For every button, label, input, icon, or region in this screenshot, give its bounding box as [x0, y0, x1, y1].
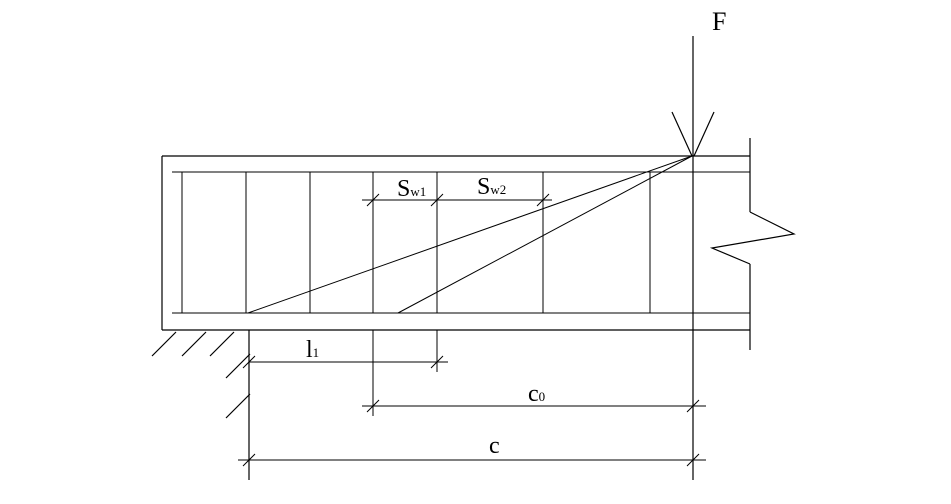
sw1-label: Sw1: [397, 177, 426, 201]
c0-main: c: [528, 381, 539, 407]
sw2-main: S: [477, 174, 491, 200]
stirrups: [181, 172, 651, 313]
diagonal-lines: [247, 155, 693, 314]
force-arrow: [671, 36, 715, 480]
dimension-l1: [242, 330, 448, 416]
sw2-sub: w2: [490, 182, 507, 197]
c-label: c: [489, 433, 500, 459]
support-hatching: [151, 330, 251, 480]
sw1-sub: w1: [410, 184, 427, 199]
longitudinal-bars: [172, 171, 750, 314]
dimension-c: [238, 453, 706, 467]
beam-outline: [161, 155, 750, 331]
l1-label: l1: [306, 338, 319, 362]
sw2-label: Sw2: [477, 175, 506, 199]
dimension-sw: [362, 193, 552, 207]
c0-sub: 0: [538, 389, 546, 404]
c0-label: c0: [528, 382, 545, 406]
l1-main: l: [306, 337, 313, 363]
l1-sub: 1: [312, 345, 320, 360]
break-line: [709, 138, 796, 350]
sw1-main: S: [397, 176, 411, 202]
dimension-c0: [362, 399, 706, 413]
force-label: F: [712, 7, 727, 36]
